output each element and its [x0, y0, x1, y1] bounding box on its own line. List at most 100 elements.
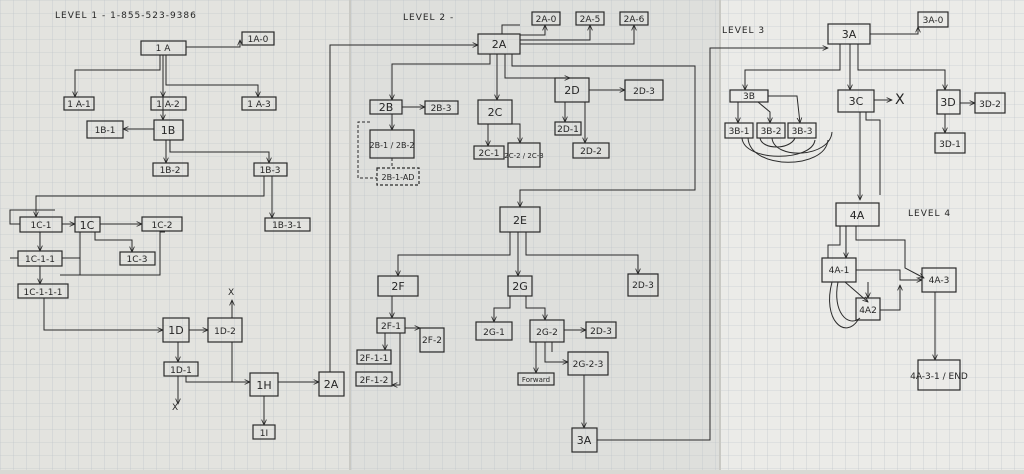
node-label: 2A-6: [624, 15, 645, 25]
node-2c: 2C: [477, 99, 513, 125]
node-label: 1D-2: [214, 327, 236, 337]
connector: [827, 226, 841, 258]
node-1h: 1H: [249, 372, 279, 397]
connector: [80, 231, 165, 276]
node-label: 1 A-3: [247, 100, 271, 110]
node-label: 2B-1 / 2B-2: [370, 141, 415, 150]
node-label: 3A: [842, 28, 857, 41]
connector: [844, 281, 868, 302]
connector: [771, 131, 833, 154]
node-3b: 3B: [729, 89, 769, 103]
node-3b-1: 3B-1: [724, 122, 754, 139]
node-2g-2-3: 2G-2-3: [567, 351, 609, 376]
node-label: 2A-0: [536, 15, 557, 25]
cross-mark: X: [228, 288, 234, 298]
level-2-title: LEVEL 2 -: [403, 13, 454, 23]
node-label: 2G-2: [536, 328, 558, 338]
nodes: 1 A 1A-0 1 A-1 1 A-2 1 A-3 1B 1B-1 1B-2 …: [17, 11, 1006, 453]
node-label: 2F-1-2: [360, 376, 389, 386]
node-label: 2A: [324, 378, 339, 391]
node-label: 2A-5: [580, 15, 601, 25]
connector: [747, 137, 829, 163]
node-2d: 2D: [554, 77, 590, 103]
connector: [597, 48, 828, 441]
connector: [880, 285, 900, 311]
connector: [511, 54, 696, 207]
node-2a-0: 2A-0: [531, 11, 561, 26]
node-2b: 2B: [369, 99, 403, 115]
node-3a-link: 3A: [571, 427, 598, 453]
node-1b-3-1: 1B-3-1: [264, 217, 311, 232]
connector: [165, 55, 258, 97]
node-label: 1 A: [156, 44, 172, 54]
node-1c-1-1: 1C-1-1: [17, 250, 63, 267]
connector: [392, 54, 491, 100]
connector: [865, 112, 881, 195]
node-label: 2C-2 / 2C-3: [504, 152, 543, 160]
connector: [525, 296, 545, 320]
connector: [544, 342, 568, 362]
connector: [75, 55, 161, 97]
node-3b-3: 3B-3: [787, 122, 817, 139]
connector: [94, 232, 132, 252]
node-2d-2: 2D-2: [572, 142, 610, 159]
node-2b-3: 2B-3: [424, 100, 459, 115]
node-label: 1 A-1: [67, 100, 91, 110]
node-1d-1: 1D-1: [163, 361, 199, 377]
connector: [329, 45, 478, 372]
connector: [185, 376, 250, 383]
node-2a-link: 2A: [318, 371, 345, 397]
connector: [169, 140, 269, 163]
node-label: 4A-3-1 / END: [910, 372, 968, 382]
node-label: 2D: [564, 84, 579, 97]
node-label: 2B-3: [431, 104, 452, 114]
end-marks: X X X: [172, 92, 905, 413]
connector: [759, 137, 796, 148]
level-4-title: LEVEL 4: [908, 209, 951, 219]
connector: [745, 44, 841, 90]
connector: [494, 296, 511, 322]
node-4a-2: 4A2: [855, 297, 881, 321]
connector: [520, 25, 590, 41]
node-label: 1 A-2: [156, 100, 180, 110]
node-4a-3-1-end: 4A-3-1 / END: [910, 359, 968, 391]
node-1b-1: 1B-1: [86, 120, 124, 139]
connector: [870, 27, 918, 35]
node-label: 2F-2: [422, 336, 442, 346]
node-1d: 1D: [162, 317, 190, 343]
node-1b-2: 1B-2: [152, 162, 189, 177]
node-label: 4A-3: [929, 276, 950, 286]
connector: [504, 54, 570, 78]
node-2a-6: 2A-6: [619, 11, 649, 26]
node-2b-1-2: 2B-1 / 2B-2: [369, 129, 415, 159]
node-2d-3: 2D-3: [624, 79, 664, 101]
node-1i: 1I: [252, 424, 276, 440]
node-3a-0: 3A-0: [917, 11, 949, 28]
connectors: [9, 24, 975, 441]
node-label: 3D: [940, 96, 955, 109]
node-2f-1: 2F-1: [376, 317, 406, 334]
node-label: 2B: [379, 101, 394, 114]
node-label: 2D-3: [632, 281, 654, 291]
node-label: 1B-1: [95, 126, 116, 136]
node-2c-2-3: 2C-2 / 2C-3: [504, 142, 544, 168]
connector: [392, 333, 401, 385]
connector: [186, 40, 240, 48]
node-3b-2: 3B-2: [756, 122, 786, 139]
node-label: 3B-3: [792, 127, 813, 137]
node-label: 2E: [513, 214, 527, 227]
node-2g: 2G: [507, 275, 533, 297]
node-label: 2F-1-1: [360, 354, 389, 364]
node-1a-0: 1A-0: [241, 31, 275, 46]
connector: [525, 232, 638, 274]
connector: [357, 121, 377, 179]
node-1b: 1B: [153, 119, 184, 141]
connector: [501, 24, 520, 34]
node-label: 1I: [260, 429, 268, 439]
connector: [829, 281, 859, 329]
node-1c: 1C: [74, 216, 101, 233]
connector: [856, 269, 922, 280]
node-2f-1-2: 2F-1-2: [355, 371, 393, 387]
